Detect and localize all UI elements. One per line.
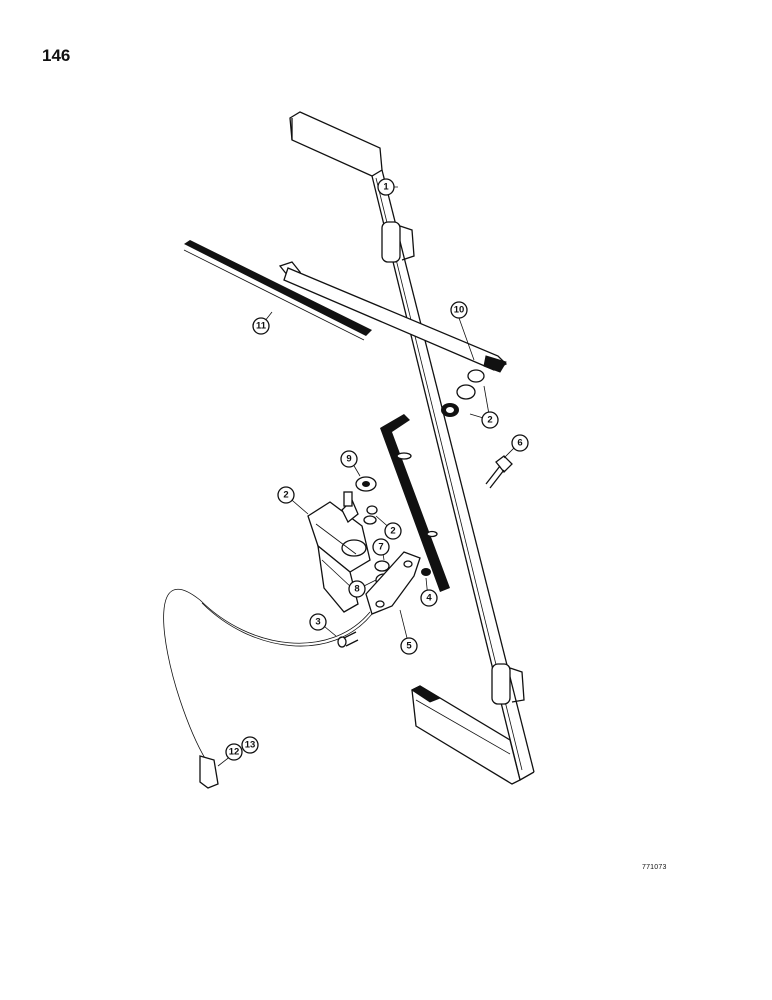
callout-13: 13 [241,736,259,754]
callout-5: 5 [400,637,418,655]
arm-nut-washers [441,369,485,417]
motor-nut [355,476,377,492]
wiper-blade [183,240,372,341]
svg-text:6: 6 [517,438,522,449]
callout-2-washer: 2 [384,522,402,540]
bracket-nut [421,568,431,576]
svg-text:8: 8 [354,584,359,595]
catalog-number: 771073 [642,864,667,871]
callout-4: 4 [420,589,438,607]
svg-text:13: 13 [245,740,256,751]
wiper-motor [307,491,371,613]
callout-7: 7 [372,538,390,556]
callout-10: 10 [450,301,468,319]
leader-lines [217,186,520,767]
callout-12: 12 [225,743,243,761]
svg-text:4: 4 [426,593,432,604]
wire-harness [163,588,373,789]
wiper-arm [283,267,508,373]
svg-text:1: 1 [383,182,389,193]
screw [337,631,359,648]
svg-text:2: 2 [283,490,288,501]
callout-8: 8 [348,580,366,598]
bolt [485,455,513,489]
mounting-bracket [365,551,421,615]
callout-2-arm: 2 [481,411,499,429]
callout-11: 11 [252,317,270,335]
page-number: 146 [42,46,71,65]
svg-text:12: 12 [229,747,240,758]
svg-text:2: 2 [390,526,395,537]
svg-text:10: 10 [454,305,465,316]
callout-1: 1 [377,178,395,196]
svg-text:9: 9 [346,454,351,465]
svg-text:11: 11 [256,321,267,332]
callout-6: 6 [511,434,529,452]
svg-text:2: 2 [487,415,492,426]
svg-text:7: 7 [378,542,383,553]
callout-9: 9 [340,450,358,468]
door-frame [289,111,535,785]
svg-text:5: 5 [406,641,412,652]
callout-2-motor: 2 [277,486,295,504]
callout-3: 3 [309,613,327,631]
svg-text:3: 3 [315,617,320,628]
shaft-washers [363,505,378,525]
